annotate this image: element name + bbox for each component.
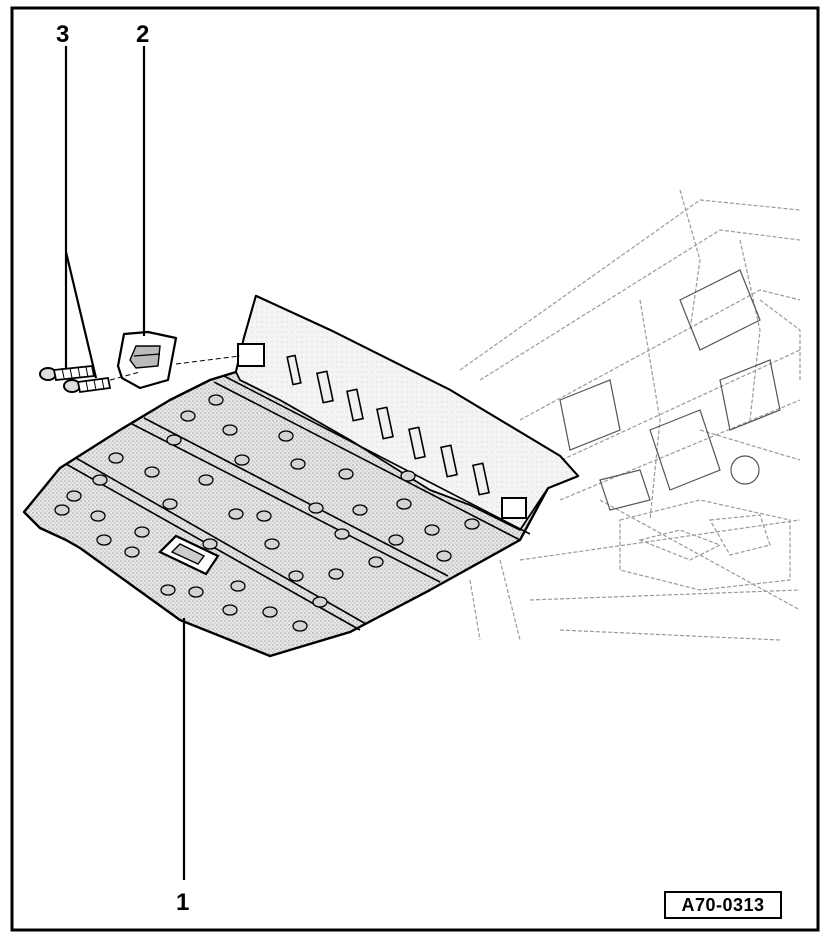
leader-lines [64, 46, 186, 880]
retaining-clip [116, 330, 178, 390]
panel-dimples [54, 394, 480, 632]
mount-tab-right [501, 497, 527, 519]
vehicle-body-background [459, 189, 801, 641]
vehicle-body-detail [559, 269, 781, 511]
bolts [39, 365, 112, 394]
noise-insulation-panel [22, 294, 580, 658]
panel-slots [286, 354, 490, 496]
figure-reference-label: A70-0313 [664, 891, 782, 919]
bolt-upper [39, 365, 96, 381]
mount-tab-left [237, 343, 265, 367]
callout-1: 1 [176, 889, 189, 916]
assembly-lines [109, 355, 241, 381]
callout-3: 3 [56, 21, 69, 48]
panel-rear-wall [235, 295, 579, 531]
callout-2: 2 [136, 21, 149, 48]
outer-border [10, 6, 820, 932]
bolt-lower [63, 376, 112, 394]
